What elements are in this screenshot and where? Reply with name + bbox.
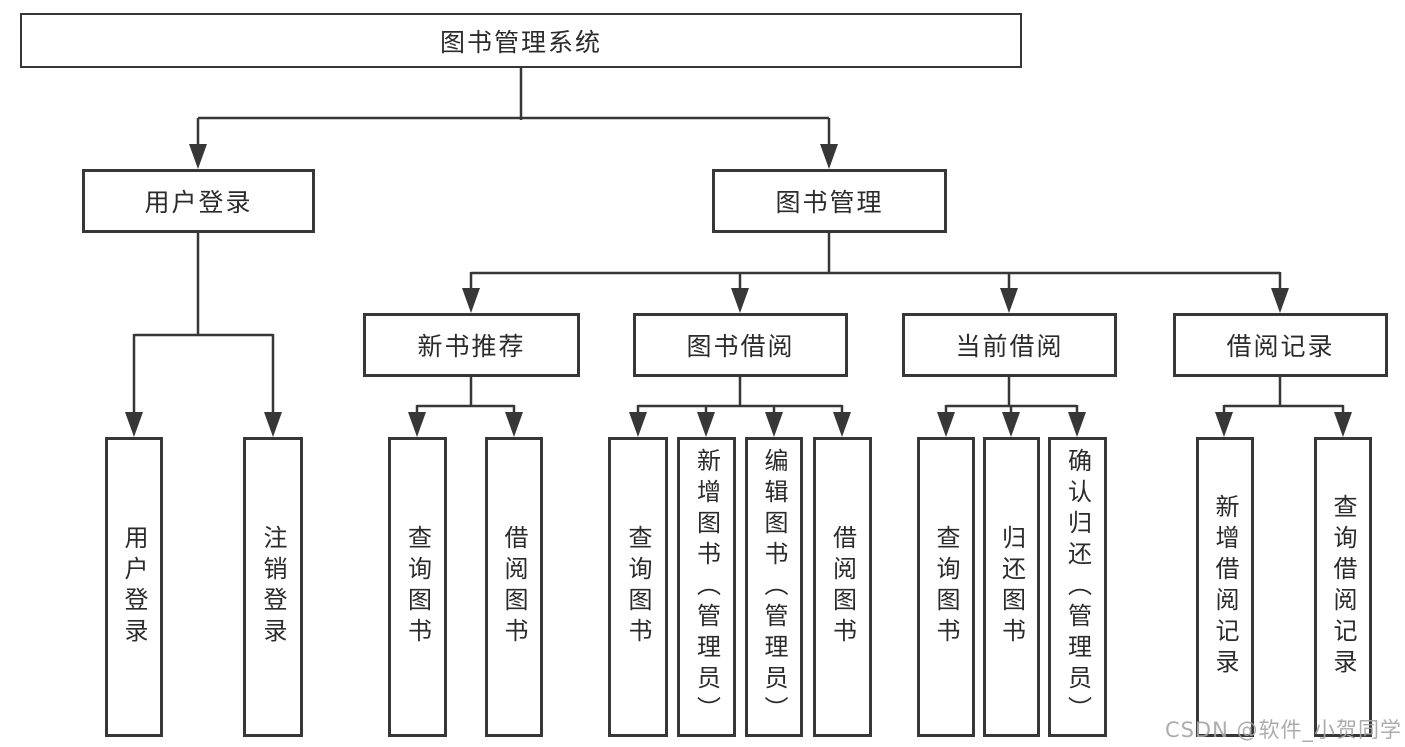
leaf-current-query-books: 查询图书 <box>917 437 975 737</box>
node-borrowing-records: 借阅记录 <box>1173 313 1388 377</box>
leaf-recommend-borrow-books: 借阅图书 <box>485 437 543 737</box>
leaf-current-confirm-return-admin-label: 确认归还（管理员） <box>1063 447 1092 727</box>
leaf-borrowing-add-books-admin: 新增图书（管理员） <box>677 437 736 737</box>
node-new-book-recommend: 新书推荐 <box>363 313 580 377</box>
leaf-borrowing-edit-books-admin: 编辑图书（管理员） <box>745 437 803 737</box>
csdn-watermark: CSDN @软件_小贺同学 <box>1164 718 1402 742</box>
leaf-recommend-query-books-label: 查询图书 <box>403 525 432 649</box>
node-book-borrowing: 图书借阅 <box>633 313 848 377</box>
arrowheads <box>125 144 1352 437</box>
leaf-borrowing-borrow-books-label: 借阅图书 <box>828 525 857 649</box>
leaf-current-return-books-label: 归还图书 <box>997 525 1026 649</box>
node-current-borrowing: 当前借阅 <box>902 313 1117 377</box>
leaf-recommend-borrow-books-label: 借阅图书 <box>500 525 528 649</box>
leaf-current-confirm-return-admin: 确认归还（管理员） <box>1048 437 1107 737</box>
node-root-library-system: 图书管理系统 <box>20 13 1022 68</box>
leaf-records-query-record: 查询借阅记录 <box>1314 437 1372 737</box>
leaf-records-query-record-label: 查询借阅记录 <box>1329 494 1357 680</box>
leaf-borrowing-query-books: 查询图书 <box>608 437 668 737</box>
leaf-records-add-record: 新增借阅记录 <box>1196 437 1254 737</box>
leaf-records-add-record-label: 新增借阅记录 <box>1211 494 1239 680</box>
leaf-user-login-label: 用户登录 <box>120 525 148 649</box>
leaf-logout: 注销登录 <box>243 437 303 737</box>
leaf-user-login: 用户登录 <box>105 437 163 737</box>
leaf-current-query-books-label: 查询图书 <box>932 525 960 649</box>
node-user-login-group: 用户登录 <box>82 169 315 233</box>
leaf-borrowing-query-books-label: 查询图书 <box>624 525 652 649</box>
node-book-management: 图书管理 <box>712 169 947 233</box>
leaf-borrowing-borrow-books: 借阅图书 <box>813 437 872 737</box>
leaf-borrowing-add-books-admin-label: 新增图书（管理员） <box>692 447 721 727</box>
leaf-recommend-query-books: 查询图书 <box>388 437 447 737</box>
leaf-logout-label: 注销登录 <box>259 525 287 649</box>
leaf-current-return-books: 归还图书 <box>983 437 1040 737</box>
leaf-borrowing-edit-books-admin-label: 编辑图书（管理员） <box>760 447 788 727</box>
